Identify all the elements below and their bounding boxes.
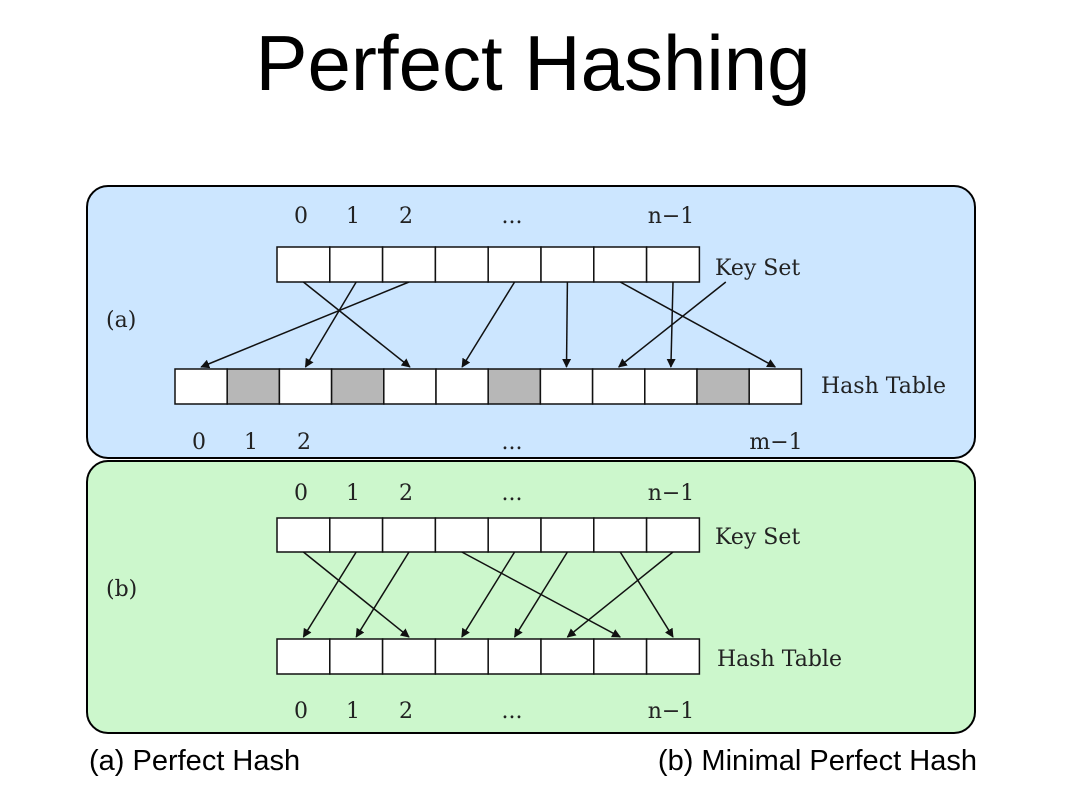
key-index-1: 1 bbox=[346, 481, 360, 506]
key-set-cell-1 bbox=[329, 246, 384, 283]
panel-a-hash-table-label: Hash Table bbox=[821, 374, 946, 399]
hash-table-cell-5 bbox=[540, 638, 595, 675]
key-index-2: 2 bbox=[399, 204, 413, 229]
table-index-0: 0 bbox=[294, 699, 308, 724]
hash-table-cell-11 bbox=[748, 368, 803, 405]
key-set-cell-7 bbox=[645, 246, 701, 283]
hash-table-cell-0 bbox=[276, 638, 331, 675]
hash-table-cell-9 bbox=[644, 368, 698, 405]
key-set-cell-7 bbox=[645, 517, 701, 553]
mapping-arrow-5 bbox=[619, 281, 777, 368]
mapping-arrow-6 bbox=[619, 551, 674, 638]
hash-table-cell-7 bbox=[539, 368, 594, 405]
caption-minimal-perfect-hash: (b) Minimal Perfect Hash bbox=[657, 745, 977, 777]
perfect-hash-diagram: (a) Key Set Hash Table 0 1 2 ... n−1 0 1… bbox=[106, 204, 946, 455]
table-index-1: 1 bbox=[244, 430, 258, 455]
hash-table-cell-6 bbox=[593, 638, 648, 675]
key-index-2: 2 bbox=[399, 481, 413, 506]
panel-b-tag: (b) bbox=[106, 577, 137, 602]
key-index-1: 1 bbox=[346, 204, 360, 229]
key-set-cell-6 bbox=[593, 517, 648, 553]
key-index-last: n−1 bbox=[648, 204, 695, 229]
key-index-ellipsis: ... bbox=[502, 481, 523, 506]
mapping-arrow-7 bbox=[566, 551, 674, 638]
minimal-perfect-hash-diagram: (b) Key Set Hash Table 0 1 2 ... n−1 0 1… bbox=[106, 481, 842, 724]
hash-table-cell-0 bbox=[174, 368, 228, 405]
hash-table-cell-7 bbox=[645, 638, 701, 675]
mapping-arrow-5 bbox=[513, 551, 569, 638]
key-set-cell-5 bbox=[540, 517, 595, 553]
mapping-arrow-4 bbox=[461, 551, 516, 638]
table-index-last: n−1 bbox=[648, 699, 695, 724]
caption-perfect-hash: (a) Perfect Hash bbox=[89, 745, 301, 777]
page-title: Perfect Hashing bbox=[255, 19, 811, 107]
hash-table-cell-1 bbox=[329, 638, 384, 675]
key-set-cell-6 bbox=[593, 246, 648, 283]
table-index-ellipsis: ... bbox=[502, 430, 523, 455]
panel-a-key-set-label: Key Set bbox=[715, 256, 800, 281]
hash-table-cell-10-empty bbox=[696, 368, 750, 405]
hash-table-cell-2 bbox=[381, 638, 437, 675]
hash-table-cell-1-empty bbox=[226, 368, 281, 405]
mapping-arrow-3 bbox=[461, 281, 516, 368]
key-set-cell-5 bbox=[540, 246, 595, 283]
perfect-hash-panel: (a) Key Set Hash Table 0 1 2 ... n−1 0 1… bbox=[86, 185, 976, 459]
table-index-2: 2 bbox=[297, 430, 311, 455]
key-set-cell-4 bbox=[487, 517, 542, 553]
key-set-cell-0 bbox=[276, 517, 331, 553]
mapping-arrow-4 bbox=[562, 281, 572, 368]
key-set-cell-0 bbox=[276, 246, 331, 283]
key-set-cell-3 bbox=[434, 246, 489, 283]
key-set-cell-2 bbox=[381, 246, 437, 283]
mapping-arrow-1 bbox=[302, 551, 357, 638]
hash-table-cell-4 bbox=[487, 638, 542, 675]
table-index-ellipsis: ... bbox=[502, 699, 523, 724]
key-set-cell-1 bbox=[329, 517, 384, 553]
mapping-arrow-0 bbox=[302, 551, 410, 638]
key-index-ellipsis: ... bbox=[502, 204, 523, 229]
hash-table-cell-2 bbox=[278, 368, 333, 405]
table-index-1: 1 bbox=[346, 699, 360, 724]
mapping-arrow-7 bbox=[617, 281, 727, 368]
table-index-last: m−1 bbox=[749, 430, 802, 455]
key-set-cell-4 bbox=[487, 246, 542, 283]
mapping-arrow-2 bbox=[200, 281, 410, 369]
hash-table-cell-8 bbox=[591, 368, 646, 405]
key-index-last: n−1 bbox=[648, 481, 695, 506]
panel-b-hash-table-label: Hash Table bbox=[717, 647, 842, 672]
mapping-arrow-2 bbox=[355, 551, 410, 638]
key-set-cell-2 bbox=[381, 517, 437, 553]
minimal-perfect-hash-panel: (b) Key Set Hash Table 0 1 2 ... n−1 0 1… bbox=[86, 460, 976, 734]
key-index-0: 0 bbox=[294, 204, 308, 229]
hash-table-cell-5 bbox=[435, 368, 489, 405]
key-index-0: 0 bbox=[294, 481, 308, 506]
panel-a-tag: (a) bbox=[106, 308, 136, 333]
table-index-0: 0 bbox=[192, 430, 206, 455]
mapping-arrow-1 bbox=[304, 281, 357, 368]
table-index-2: 2 bbox=[399, 699, 413, 724]
hash-table-cell-6-empty bbox=[487, 368, 542, 405]
hash-table-cell-4 bbox=[383, 368, 437, 405]
key-set-cell-3 bbox=[434, 517, 489, 553]
panel-b-key-set-label: Key Set bbox=[715, 525, 800, 550]
mapping-arrow-0 bbox=[302, 281, 411, 368]
hash-table-cell-3-empty bbox=[330, 368, 385, 405]
hash-table-cell-3 bbox=[434, 638, 489, 675]
